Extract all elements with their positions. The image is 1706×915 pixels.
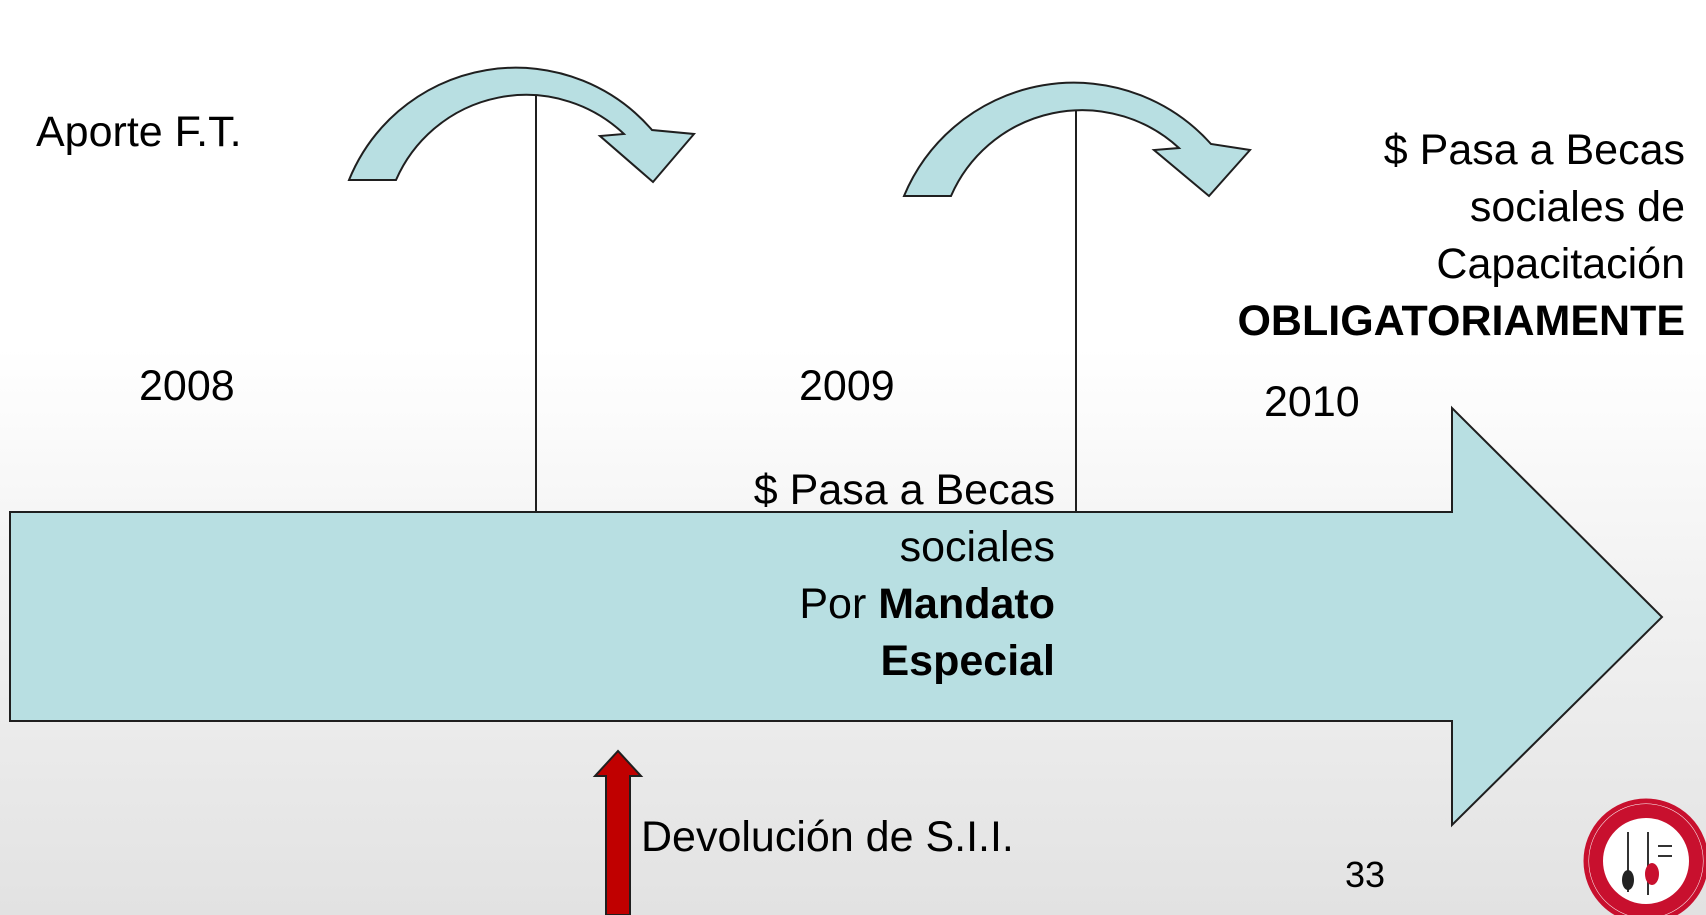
camara-chilena-logo (1583, 798, 1706, 915)
becas-mid-line-1: $ Pasa a Becas (753, 466, 1055, 514)
becas-obligatorias-text: $ Pasa a Becas sociales de Capacitación … (1237, 122, 1685, 350)
devolucion-label: Devolución de S.I.I. (641, 813, 1014, 861)
becas-mid-line-2: sociales (899, 523, 1055, 571)
becas-top-line-1: $ Pasa a Becas (1383, 126, 1685, 174)
becas-top-line-4: OBLIGATORIAMENTE (1237, 297, 1685, 345)
becas-mandato-text: $ Pasa a Becas sociales Por Mandato Espe… (754, 462, 1055, 690)
becas-mid-bold: Mandato (878, 580, 1055, 628)
becas-top-line-2: sociales de (1469, 183, 1685, 231)
year-2010-label: 2010 (1264, 378, 1360, 426)
year-2008-label: 2008 (139, 362, 235, 410)
year-2009-label: 2009 (799, 362, 895, 410)
curved-arrow-icon (347, 66, 697, 184)
aporte-label: Aporte F.T. (36, 108, 242, 156)
becas-mid-line-4: Especial (880, 637, 1056, 685)
becas-top-line-3: Capacitación (1436, 240, 1685, 288)
red-up-arrow-icon (592, 749, 644, 915)
becas-mid-line-3: Por Mandato (754, 576, 1055, 633)
page-number: 33 (1345, 854, 1386, 895)
becas-mid-prefix: Por (799, 580, 867, 628)
timeline-arrow (9, 405, 1664, 828)
curved-arrow-icon (902, 81, 1252, 198)
